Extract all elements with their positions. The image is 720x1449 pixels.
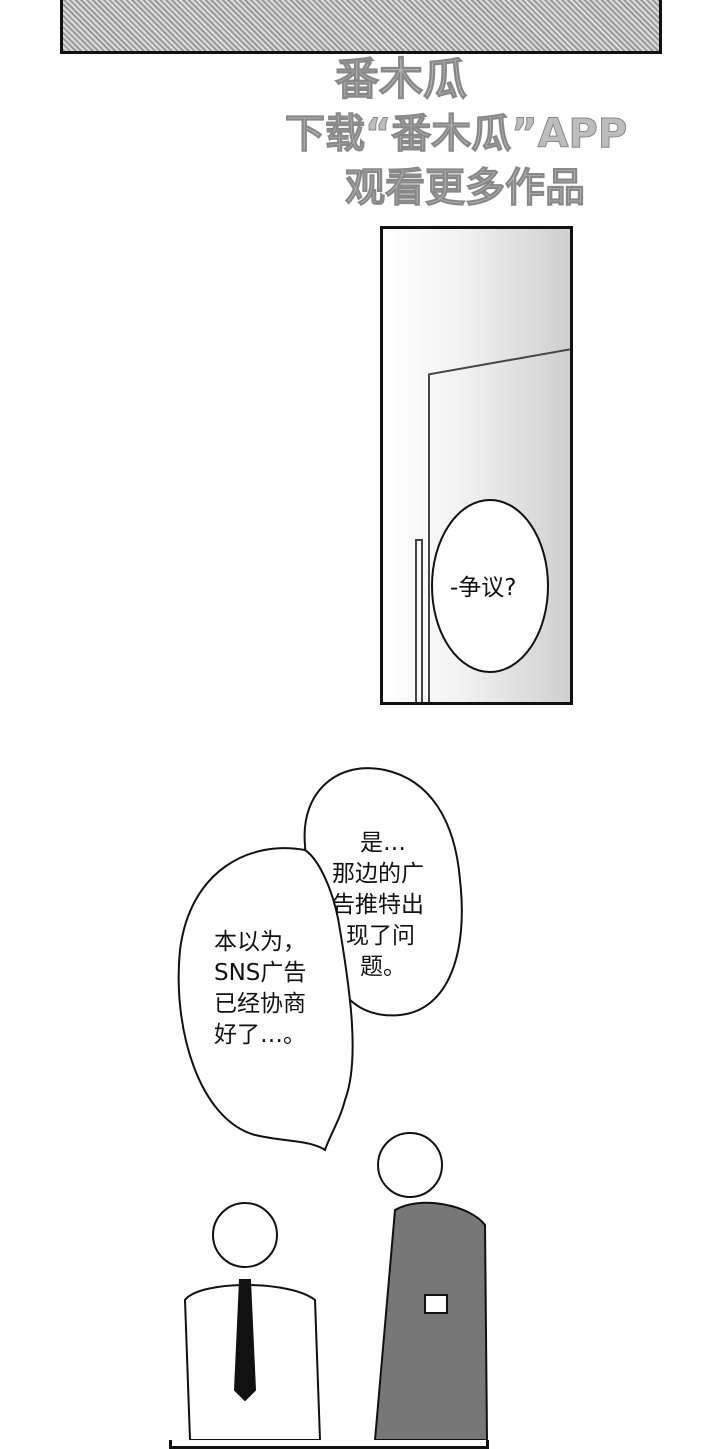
text-line: 告推特出: [332, 892, 424, 918]
bubble-left: [177, 847, 354, 1152]
bubble-dispute: [431, 499, 549, 673]
bubble-left-text: 本以为， SNS广告 已经协商 好了…。: [214, 927, 306, 1051]
text-line: 那边的广: [332, 861, 424, 887]
text-line: 现了问: [346, 923, 415, 949]
watermark-logo: 番木瓜: [335, 54, 468, 105]
top-panel-artwork: [60, 0, 662, 54]
text-line: 是…: [360, 830, 406, 856]
character-woman: [373, 1132, 489, 1440]
text-line: SNS广告: [214, 960, 307, 986]
bubble-dispute-text: -争议?: [450, 575, 517, 601]
watermark-line-1: 下载“番木瓜”APP: [284, 111, 628, 157]
door-edge: [415, 539, 423, 702]
watermark-line-2: 观看更多作品: [345, 165, 586, 211]
character-man: [183, 1202, 322, 1440]
bubble-right-text: 是… 那边的广 告推特出 现了问 题。: [332, 828, 424, 983]
text-line: 好了…。: [214, 1022, 306, 1048]
text-line: 本以为，: [214, 929, 306, 955]
text-line: 题。: [360, 954, 406, 980]
text-line: 已经协商: [214, 991, 306, 1017]
